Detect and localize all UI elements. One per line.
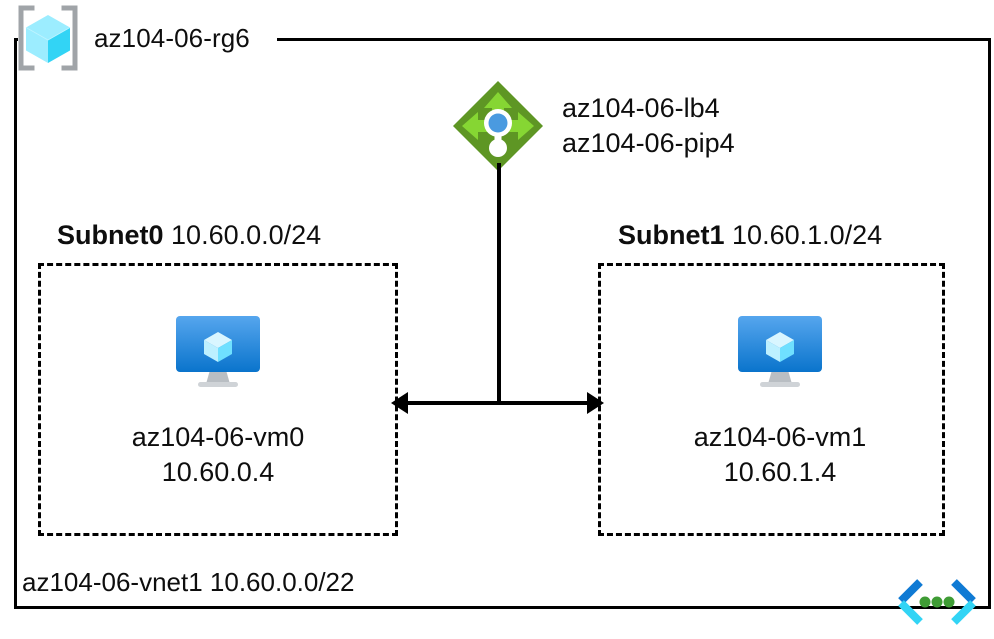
- subnet0-name: Subnet0: [57, 220, 164, 250]
- vnet-border-left: [14, 38, 17, 609]
- virtual-network-icon: [898, 579, 976, 625]
- subnet1-heading: Subnet1 10.60.1.0/24: [618, 220, 882, 251]
- vm0-node: az104-06-vm0 10.60.0.4: [88, 312, 348, 490]
- vnet-border-bottom: [14, 606, 991, 609]
- load-balancer-icon: [453, 81, 543, 171]
- resource-group-label: az104-06-rg6: [94, 22, 250, 53]
- load-balancer-connector-line: [497, 163, 501, 403]
- subnet0-heading: Subnet0 10.60.0.0/24: [57, 220, 321, 251]
- resource-group-badge: az104-06-rg6: [12, 2, 250, 74]
- public-ip-name: az104-06-pip4: [562, 128, 735, 158]
- vnet-border-top-right: [277, 38, 991, 41]
- subnet1-box: [598, 263, 945, 536]
- vnet-label: az104-06-vnet1 10.60.0.0/22: [22, 567, 355, 597]
- vm0-name: az104-06-vm0: [131, 422, 305, 452]
- subnet1-cidr: 10.60.1.0/24: [732, 220, 883, 250]
- vnet-border-right: [988, 38, 991, 609]
- load-balancer-group: az104-06-lb4 az104-06-pip4: [448, 76, 735, 176]
- subnet0-box: [38, 263, 398, 536]
- virtual-machine-icon: [738, 316, 822, 387]
- vm1-name: az104-06-vm1: [693, 422, 867, 452]
- vm1-labels: az104-06-vm1 10.60.1.4: [694, 420, 867, 490]
- load-balancer-name: az104-06-lb4: [562, 93, 720, 124]
- subnet-link-line: [399, 401, 595, 405]
- vm1-ip: 10.60.1.4: [723, 457, 837, 488]
- subnet0-cidr: 10.60.0.0/24: [171, 220, 322, 250]
- vm0-labels: az104-06-vm0 10.60.0.4: [132, 420, 305, 490]
- vnet-border-top-left-stub: [14, 38, 18, 41]
- resource-group-cube-icon: [18, 5, 78, 71]
- load-balancer-labels: az104-06-lb4 az104-06-pip4: [562, 91, 735, 160]
- vm1-node: az104-06-vm1 10.60.1.4: [650, 312, 910, 490]
- subnet1-name: Subnet1: [618, 220, 725, 250]
- vm0-ip: 10.60.0.4: [161, 457, 275, 488]
- virtual-machine-icon: [176, 316, 260, 387]
